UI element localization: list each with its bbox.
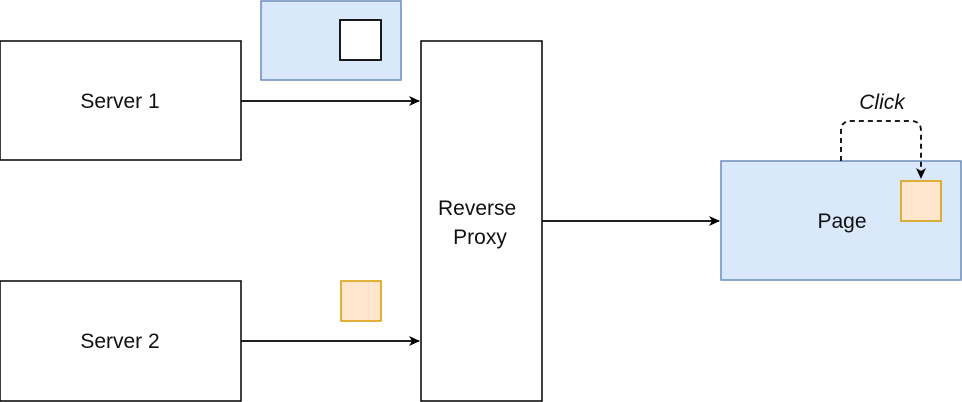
reverse-proxy-label-line-1: Reverse	[438, 197, 516, 220]
server-1-box	[0, 40, 242, 161]
server-2-node: Server 2	[0, 280, 242, 402]
server-2-payload-square	[340, 280, 382, 322]
reverse-proxy-node: Reverse Proxy	[420, 40, 543, 402]
server-1-response-container	[260, 0, 402, 81]
server-1-label: Server 1	[80, 90, 159, 113]
page-orange-square	[900, 180, 942, 222]
reverse-proxy-label: Reverse Proxy	[438, 197, 522, 249]
reverse-proxy-box	[420, 40, 543, 402]
page-node: Page	[720, 160, 962, 281]
page-label: Page	[817, 210, 866, 233]
server-2-box	[0, 280, 242, 402]
reverse-proxy-label-line-2: Proxy	[453, 226, 507, 249]
click-loop-arrow	[840, 120, 926, 179]
server-1-empty-square	[339, 19, 382, 61]
click-annotation: Click	[859, 91, 906, 114]
server-2-label: Server 2	[80, 330, 159, 353]
server-1-node: Server 1	[0, 40, 242, 161]
